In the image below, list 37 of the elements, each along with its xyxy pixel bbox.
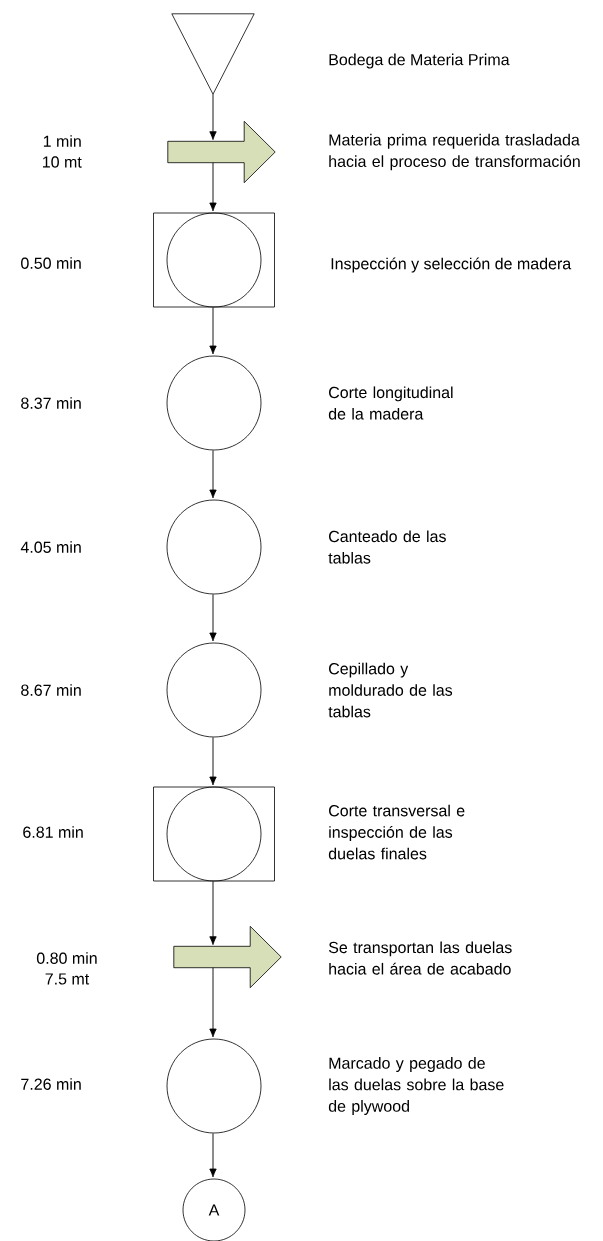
- step-description: Cepillado y moldurado de las tablas: [328, 662, 453, 718]
- time-label: 0.80 min: [36, 952, 97, 964]
- step-description: Materia prima requerida trasladada hacia el proceso de transformación: [329, 133, 580, 171]
- arrow: [209, 1132, 217, 1178]
- step-description: Bodega de Materia Prima: [329, 53, 510, 69]
- time-label: 6.81 min: [23, 826, 83, 838]
- step-description: Marcado y pegado de las duelas sobre la base de plywood: [328, 1057, 504, 1115]
- time-label: 7.26 min: [21, 1078, 81, 1090]
- operation-inspection-symbol: [153, 786, 275, 882]
- time-label: 8.67 min: [21, 684, 81, 696]
- arrow: [209, 880, 217, 945]
- step-description: Canteado de las tablas: [328, 530, 446, 564]
- storage-triangle: [171, 13, 255, 95]
- time-label: 1 min: [43, 135, 81, 147]
- distance-label: 7.5 mt: [45, 973, 90, 985]
- arrow: [209, 449, 217, 499]
- arrow: [209, 162, 217, 212]
- time-label: 0.50 min: [21, 257, 81, 269]
- operation-circle: [166, 642, 262, 738]
- arrow: [209, 93, 217, 140]
- time-label: 8.37 min: [21, 397, 81, 409]
- arrow: [209, 306, 217, 355]
- arrow: [209, 593, 217, 642]
- arrow: [209, 736, 217, 786]
- operation-circle: [166, 499, 262, 595]
- operation-inspection-symbol: [153, 212, 275, 308]
- arrow: [209, 967, 217, 1038]
- operation-circle: [166, 355, 262, 451]
- transport-symbol: [173, 925, 282, 989]
- distance-label: 10 mt: [43, 156, 82, 168]
- step-description: Corte longitudinal de la madera: [328, 386, 453, 420]
- operation-circle: [166, 1038, 262, 1134]
- transport-symbol: [167, 120, 276, 184]
- step-description: Inspección y selección de madera: [331, 257, 572, 273]
- time-label: 4.05 min: [20, 541, 81, 553]
- step-description: Se transportan las duelas hacia el área de acabado: [328, 941, 512, 975]
- step-description: Corte transversal e inspección de las duelas finales: [328, 804, 465, 860]
